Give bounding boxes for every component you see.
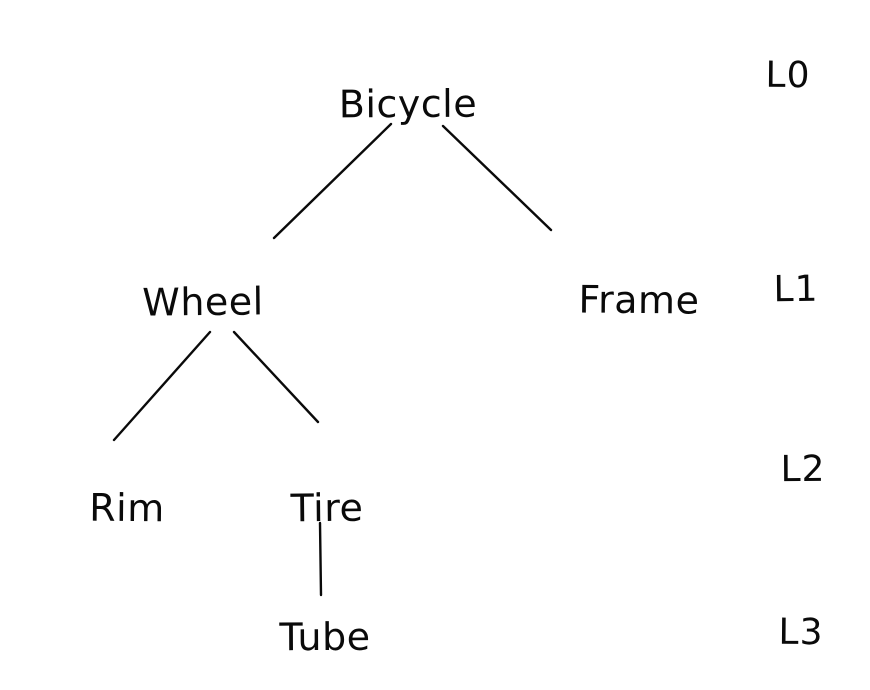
node-bicycle[interactable]: Bicycle xyxy=(338,81,478,127)
node-frame[interactable]: Frame xyxy=(578,277,700,323)
level-label-l1: L1 xyxy=(773,268,819,311)
edge-wheel-tire xyxy=(232,330,320,424)
edge-wheel-rim xyxy=(112,330,212,442)
level-label-l3: L3 xyxy=(778,611,824,654)
edge-bicycle-wheel xyxy=(272,122,393,240)
node-rim[interactable]: Rim xyxy=(89,485,165,531)
node-wheel[interactable]: Wheel xyxy=(142,279,264,325)
edge-tire-tube xyxy=(318,521,323,597)
level-label-l0: L0 xyxy=(765,54,811,97)
level-label-l2: L2 xyxy=(780,448,826,491)
node-tube[interactable]: Tube xyxy=(279,614,371,660)
node-tire[interactable]: Tire xyxy=(290,485,364,531)
edge-bicycle-frame xyxy=(441,124,553,232)
